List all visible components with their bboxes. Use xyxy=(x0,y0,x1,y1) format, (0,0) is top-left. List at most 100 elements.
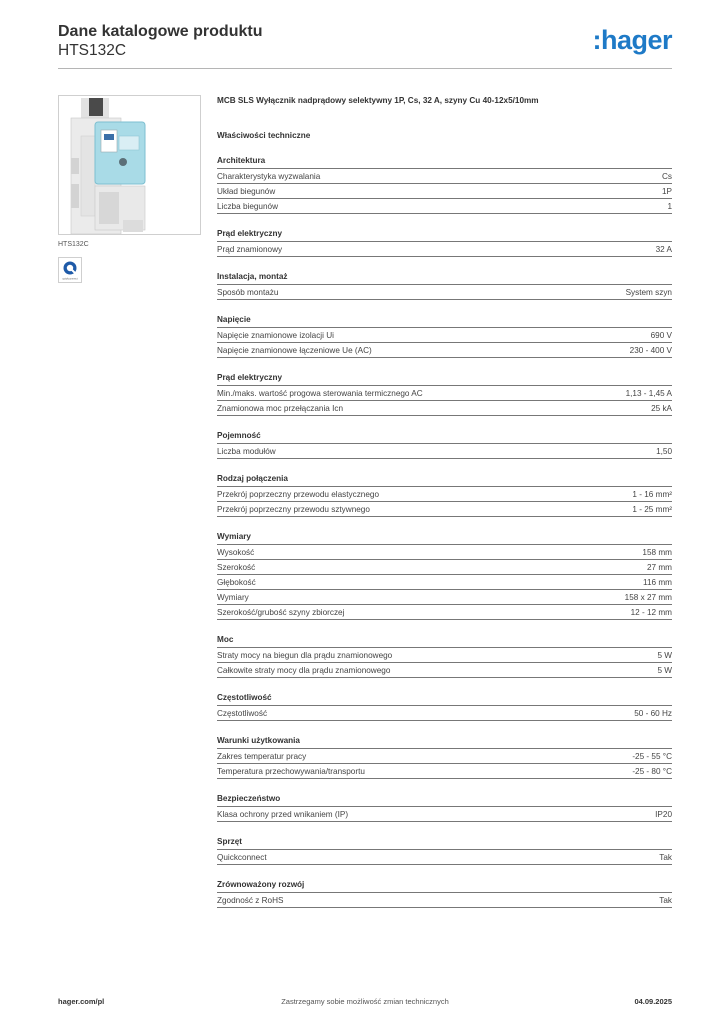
spec-label: Min./maks. wartość progowa sterowania te… xyxy=(217,388,423,398)
section-title: Wymiary xyxy=(217,531,672,545)
quickconnect-badge: quickconnect xyxy=(58,257,82,283)
section-title: Prąd elektryczny xyxy=(217,228,672,242)
spec-value: -25 - 80 °C xyxy=(632,766,672,776)
section-title: Moc xyxy=(217,634,672,648)
spec-row: Min./maks. wartość progowa sterowania te… xyxy=(217,386,672,401)
spec-label: Wysokość xyxy=(217,547,255,557)
spec-value: -25 - 55 °C xyxy=(632,751,672,761)
spec-label: Układ biegunów xyxy=(217,186,276,196)
spec-value: 158 x 27 mm xyxy=(624,592,672,602)
spec-row: Wysokość 158 mm xyxy=(217,545,672,560)
spec-row: Napięcie znamionowe łączeniowe Ue (AC) 23… xyxy=(217,343,672,358)
spec-row: Szerokość/grubość szyny zbiorczej 12 - 12… xyxy=(217,605,672,620)
spec-row: Głębokość 116 mm xyxy=(217,575,672,590)
spec-label: Częstotliwość xyxy=(217,708,268,718)
section-title: Zrównoważony rozwój xyxy=(217,879,672,893)
spec-value: 1,50 xyxy=(656,446,672,456)
spec-value: 1 xyxy=(667,201,672,211)
spec-value: 1P xyxy=(661,186,672,196)
spec-value: 32 A xyxy=(655,244,672,254)
spec-row: Temperatura przechowywania/transportu -25… xyxy=(217,764,672,779)
section-title: Pojemność xyxy=(217,430,672,444)
spec-row: Szerokość 27 mm xyxy=(217,560,672,575)
spec-label: Całkowite straty mocy dla prądu znamiono… xyxy=(217,665,391,675)
spec-row: Quickconnect Tak xyxy=(217,850,672,865)
spec-label: Liczba biegunów xyxy=(217,201,278,211)
section-title: Częstotliwość xyxy=(217,692,672,706)
spec-label: Szerokość/grubość szyny zbiorczej xyxy=(217,607,345,617)
product-description: MCB SLS Wyłącznik nadprądowy selektywny … xyxy=(217,96,539,105)
spec-label: Quickconnect xyxy=(217,852,267,862)
spec-row: Częstotliwość 50 - 60 Hz xyxy=(217,706,672,721)
spec-value: System szyn xyxy=(625,287,672,297)
spec-value: 1,13 - 1,45 A xyxy=(625,388,672,398)
section-title: Warunki użytkowania xyxy=(217,735,672,749)
spec-label: Wymiary xyxy=(217,592,249,602)
spec-value: 230 - 400 V xyxy=(629,345,672,355)
quickconnect-badge-label: quickconnect xyxy=(62,277,77,281)
product-image-caption: HTS132C xyxy=(58,241,89,248)
section-title: Napięcie xyxy=(217,314,672,328)
spec-value: 5 W xyxy=(657,665,672,675)
spec-row: Straty mocy na biegun dla prądu znamiono… xyxy=(217,648,672,663)
product-image xyxy=(58,95,201,235)
section-title: Bezpieczeństwo xyxy=(217,793,672,807)
header-divider xyxy=(58,68,672,69)
spec-row: Całkowite straty mocy dla prądu znamiono… xyxy=(217,663,672,678)
spec-label: Głębokość xyxy=(217,577,256,587)
spec-label: Temperatura przechowywania/transportu xyxy=(217,766,365,776)
spec-row: Sposób montażu System szyn xyxy=(217,285,672,300)
circuit-breaker-image xyxy=(70,98,146,234)
spec-label: Charakterystyka wyzwalania xyxy=(217,171,321,181)
spec-label: Sposób montażu xyxy=(217,287,279,297)
spec-value: Tak xyxy=(659,895,672,905)
spec-value: 158 mm xyxy=(642,547,672,557)
hager-logo: :hager xyxy=(592,25,672,55)
quickconnect-icon: quickconnect xyxy=(62,261,78,281)
section-title: Architektura xyxy=(217,155,672,169)
spec-value: 50 - 60 Hz xyxy=(634,708,672,718)
spec-label: Przekrój poprzeczny przewodu sztywnego xyxy=(217,504,370,514)
spec-row: Liczba biegunów 1 xyxy=(217,199,672,214)
spec-value: Tak xyxy=(659,852,672,862)
spec-row: Liczba modułów 1,50 xyxy=(217,444,672,459)
section-title: Sprzęt xyxy=(217,836,672,850)
spec-column: MCB SLS Wyłącznik nadprądowy selektywny … xyxy=(217,95,672,908)
spec-label: Napięcie znamionowe izolacji Ui xyxy=(217,330,334,340)
spec-row: Wymiary 158 x 27 mm xyxy=(217,590,672,605)
page-footer: hager.com/pl Zastrzegamy sobie możliwość… xyxy=(58,997,672,1011)
spec-label: Przekrój poprzeczny przewodu elastyczneg… xyxy=(217,489,380,499)
spec-row: Przekrój poprzeczny przewodu elastyczneg… xyxy=(217,487,672,502)
spec-label: Szerokość xyxy=(217,562,256,572)
spec-value: Cs xyxy=(661,171,672,181)
spec-row: Układ biegunów 1P xyxy=(217,184,672,199)
spec-value: 1 - 25 mm² xyxy=(632,504,672,514)
product-code: HTS132C xyxy=(58,42,127,59)
spec-label: Napięcie znamionowe łączeniowe Ue (AC) xyxy=(217,345,372,355)
spec-value: IP20 xyxy=(655,809,672,819)
spec-label: Straty mocy na biegun dla prądu znamiono… xyxy=(217,650,393,660)
spec-row: Charakterystyka wyzwalania Cs xyxy=(217,169,672,184)
spec-value: 116 mm xyxy=(643,577,672,587)
spec-label: Klasa ochrony przed wnikaniem (IP) xyxy=(217,809,349,819)
spec-label: Liczba modułów xyxy=(217,446,276,456)
spec-row: Klasa ochrony przed wnikaniem (IP) IP20 xyxy=(217,807,672,822)
spec-value: 27 mm xyxy=(646,562,672,572)
spec-value: 12 - 12 mm xyxy=(630,607,672,617)
spec-row: Zakres temperatur pracy-25 - 55 °C xyxy=(217,749,672,764)
spec-value: 25 kA xyxy=(651,403,672,413)
